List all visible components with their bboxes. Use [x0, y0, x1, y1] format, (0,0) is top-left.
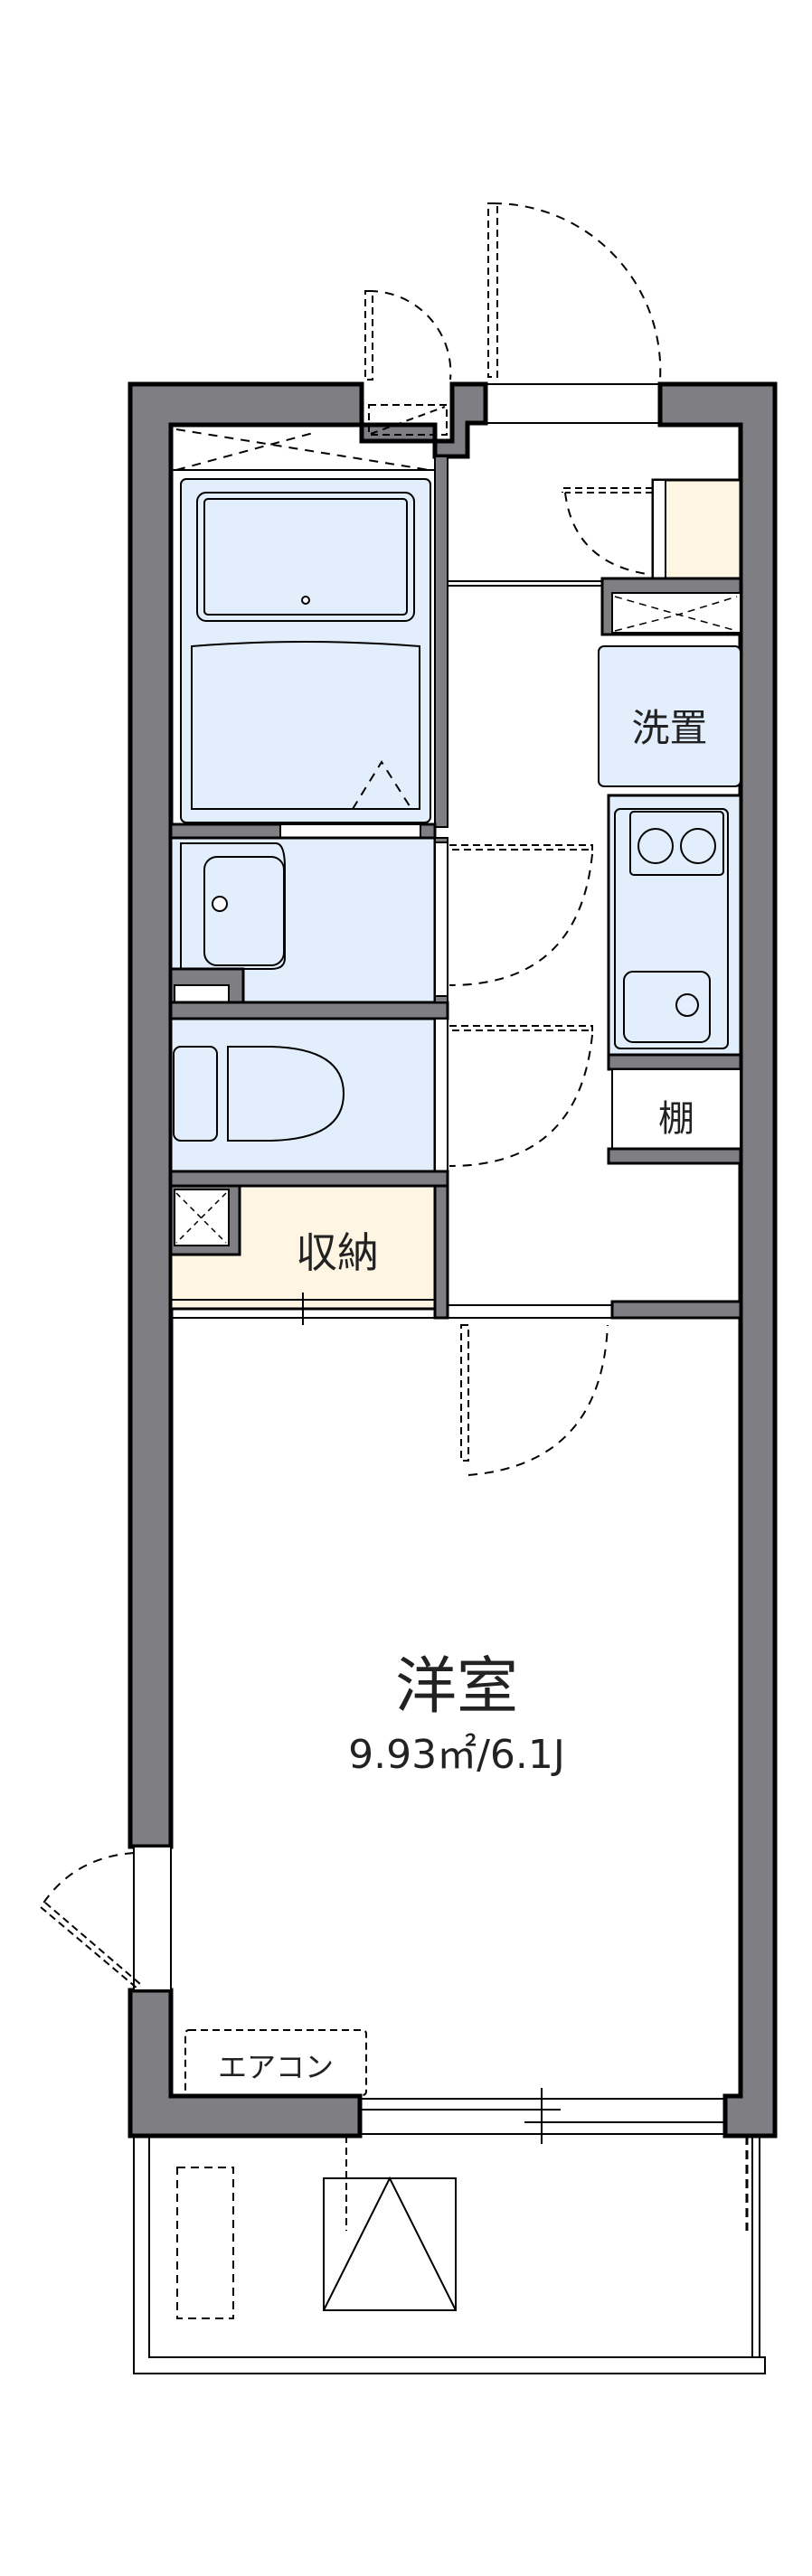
entrance-door [364, 202, 662, 436]
washer-space-label: 洗置 [631, 706, 708, 750]
aircon-label: エアコン [217, 2050, 334, 2084]
room-area: 9.93㎡/6.1J [348, 1732, 565, 1778]
toilet-room [169, 1017, 593, 1188]
room-openings [40, 1846, 725, 2144]
storage-closet [169, 1184, 449, 1325]
balcony [133, 2136, 766, 2374]
bathroom [171, 428, 448, 828]
shoe-cabinet [448, 478, 742, 587]
storage-label: 収納 [296, 1228, 379, 1277]
kitchen [448, 577, 742, 1476]
washroom [169, 823, 593, 1020]
shelf-label: 棚 [658, 1098, 694, 1140]
room-name: 洋室 [394, 1651, 518, 1723]
outer-walls [127, 381, 778, 2139]
